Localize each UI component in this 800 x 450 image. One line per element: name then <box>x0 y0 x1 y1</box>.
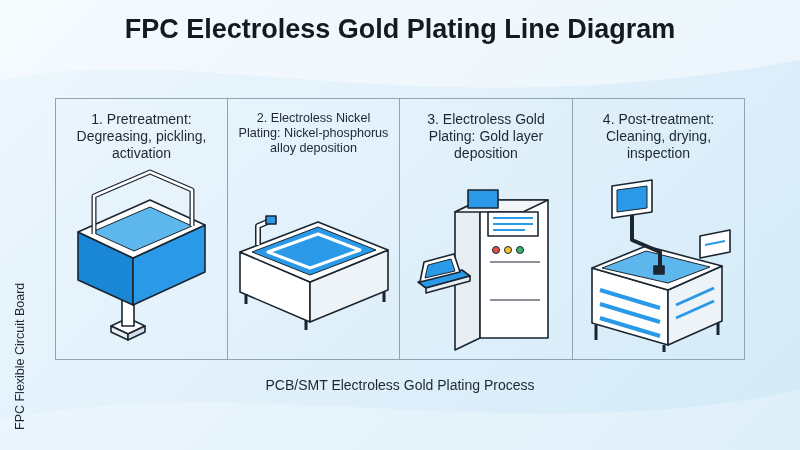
side-label: FPC Flexible Circuit Board <box>13 283 27 430</box>
process-panel: 3. Electroless Gold Plating: Gold layer … <box>399 98 573 360</box>
step-label: 2. Electroless Nickel Plating: Nickel-ph… <box>228 99 399 156</box>
diagram-title: FPC Electroless Gold Plating Line Diagra… <box>0 14 800 45</box>
step-label: 1. Pretreatment: Degreasing, pickling, a… <box>56 99 227 162</box>
nickel-plating-tub <box>240 216 388 330</box>
process-panel: 2. Electroless Nickel Plating: Nickel-ph… <box>227 98 400 360</box>
pretreatment-tank <box>78 172 205 340</box>
process-panel: 4. Post-treatment: Cleaning, drying, ins… <box>572 98 745 360</box>
diagram-caption: PCB/SMT Electroless Gold Plating Process <box>55 377 745 393</box>
step-label: 3. Electroless Gold Plating: Gold layer … <box>400 99 572 162</box>
step-label: 4. Post-treatment: Cleaning, drying, ins… <box>573 99 744 162</box>
process-panel: 1. Pretreatment: Degreasing, pickling, a… <box>55 98 228 360</box>
gold-plating-machine <box>418 190 548 350</box>
post-treatment-station <box>592 180 730 352</box>
